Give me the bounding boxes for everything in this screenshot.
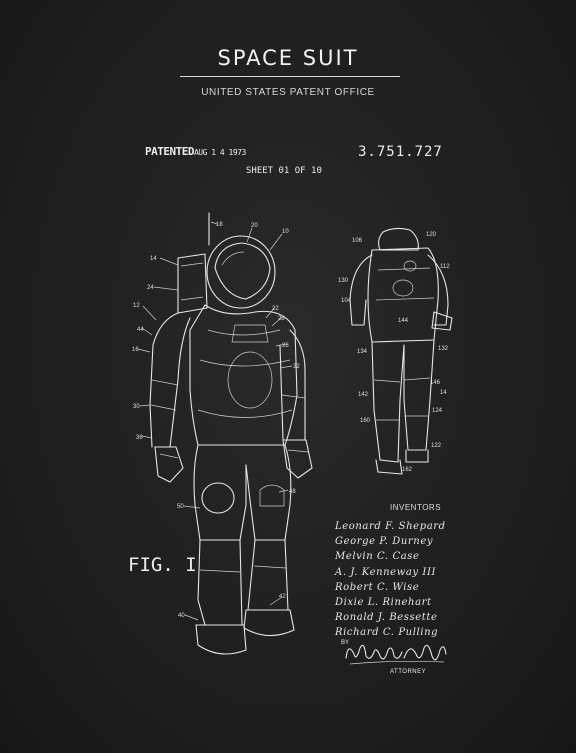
patent-office: UNITED STATES PATENT OFFICE bbox=[201, 87, 375, 98]
ref-numeral: 14 bbox=[440, 390, 447, 396]
ref-numeral: 122 bbox=[431, 443, 442, 449]
inventor-name: Melvin C. Case bbox=[335, 551, 420, 563]
ref-numeral: 12 bbox=[133, 303, 140, 309]
ref-numeral: 22 bbox=[272, 306, 279, 312]
figure-label: FIG. I bbox=[128, 554, 197, 576]
ref-numeral: 160 bbox=[360, 418, 371, 424]
by-label: BY bbox=[341, 640, 350, 646]
ref-numeral: 144 bbox=[398, 318, 409, 324]
ref-numeral: 44 bbox=[137, 327, 144, 333]
inventor-name: Robert C. Wise bbox=[335, 581, 420, 593]
ref-numeral: 10 bbox=[282, 229, 289, 235]
ref-numeral: 48 bbox=[289, 489, 296, 495]
inventor-name: Richard C. Pulling bbox=[335, 627, 439, 639]
ref-numeral: 134 bbox=[357, 349, 368, 355]
inventor-name: George P. Durney bbox=[335, 536, 434, 548]
main-figure: 18 20 10 14 24 12 44 16 22 28 26 32 30 3… bbox=[132, 212, 313, 655]
ref-numeral: 42 bbox=[279, 594, 286, 600]
patent-number: 3.751.727 bbox=[358, 144, 443, 160]
side-figure: 120 106 112 130 104 144 132 134 142 146 … bbox=[338, 227, 453, 475]
ref-numeral: 146 bbox=[430, 380, 441, 386]
inventors-list: Leonard F. Shepard George P. Durney Melv… bbox=[335, 519, 446, 641]
ref-numeral: 30 bbox=[133, 404, 140, 410]
ref-numeral: 16 bbox=[132, 347, 139, 353]
ref-numeral: 104 bbox=[341, 298, 352, 304]
ref-numeral: 50 bbox=[177, 504, 184, 510]
attorney-signature bbox=[345, 644, 447, 665]
ref-numeral: 132 bbox=[438, 346, 449, 352]
sheet-number: SHEET 01 OF 10 bbox=[246, 166, 322, 176]
ref-numeral: 162 bbox=[402, 467, 413, 473]
inventor-name: A. J. Kenneway III bbox=[335, 566, 437, 578]
ref-numeral: 20 bbox=[251, 223, 258, 229]
ref-numeral: 24 bbox=[147, 285, 154, 291]
ref-numeral: 124 bbox=[432, 408, 443, 414]
patented-date: AUG 1 4 1973 bbox=[193, 148, 246, 157]
ref-numeral: 112 bbox=[440, 264, 450, 270]
ref-numeral: 142 bbox=[358, 392, 369, 398]
ref-numeral: 130 bbox=[338, 278, 349, 284]
inventors-heading: INVENTORS bbox=[390, 503, 442, 512]
poster-title: SPACE SUIT bbox=[217, 46, 359, 70]
patented-stamp: PATENTEDAUG 1 4 1973 bbox=[145, 145, 246, 158]
inventor-name: Ronald J. Bessette bbox=[335, 612, 438, 624]
inventor-name: Dixie L. Rinehart bbox=[335, 597, 432, 609]
title-rule bbox=[180, 76, 400, 77]
ref-numeral: 106 bbox=[352, 238, 363, 244]
ref-numeral: 14 bbox=[150, 256, 157, 262]
ref-numeral: 26 bbox=[282, 343, 289, 349]
ref-numeral: 36 bbox=[136, 435, 143, 441]
ref-numeral: 18 bbox=[216, 222, 223, 228]
ref-numeral: 40 bbox=[178, 613, 185, 619]
patented-label: PATENTED bbox=[145, 145, 194, 158]
inventor-name: Leonard F. Shepard bbox=[335, 521, 446, 532]
attorney-label: ATTORNEY bbox=[390, 669, 427, 675]
ref-numeral: 28 bbox=[278, 316, 285, 322]
ref-numeral: 120 bbox=[426, 232, 437, 238]
ref-numeral: 32 bbox=[293, 364, 300, 370]
